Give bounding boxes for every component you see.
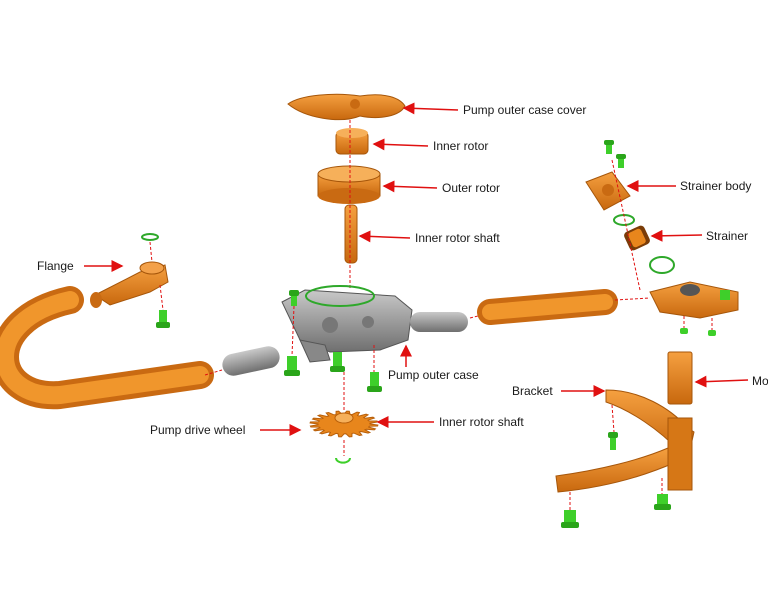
motor-part [667, 351, 693, 405]
label-pump-outer-case-cover: Pump outer case cover [463, 103, 586, 117]
pump-outer-case-cover-part [287, 93, 406, 121]
pump-case-screw-2 [284, 356, 300, 376]
flange-o-ring [141, 233, 159, 241]
label-inner-rotor-shaft-top: Inner rotor shaft [415, 231, 500, 245]
circlip [335, 457, 351, 464]
label-pump-drive-wheel: Pump drive wheel [150, 423, 245, 437]
bracket-screw-2 [561, 510, 579, 528]
pump-case-screw-3 [330, 352, 345, 372]
label-flange: Flange [37, 259, 74, 273]
inner-rotor-shaft-vertical [344, 204, 358, 264]
outlet-screw-1 [680, 328, 688, 334]
gear-body [309, 410, 379, 438]
inner-rotor-part [335, 128, 369, 155]
label-outer-rotor: Outer rotor [442, 181, 500, 195]
pump-drive-wheel-part [309, 410, 379, 438]
bracket-part [555, 389, 695, 493]
label-inner-rotor-shaft-bottom: Inner rotor shaft [439, 415, 524, 429]
strainer-body-screws [604, 140, 626, 168]
strainer-body-part [585, 171, 631, 211]
gray-connector-tube-left [222, 346, 280, 376]
gray-connector-tube-right [410, 312, 468, 332]
outer-rotor-part [317, 165, 381, 204]
outlet-housing-part [649, 281, 739, 319]
gear-hub [334, 412, 354, 424]
pump-outer-case-part [281, 285, 413, 363]
label-pump-outer-case: Pump outer case [388, 368, 479, 382]
label-strainer-body: Strainer body [680, 179, 751, 193]
bracket-screw-3 [654, 494, 671, 510]
pump-case-screw-4 [367, 372, 382, 392]
bracket-screw-1 [608, 432, 618, 450]
flange-part [90, 261, 169, 308]
outlet-screw-2 [708, 330, 716, 336]
label-strainer: Strainer [706, 229, 748, 243]
flange-screw [156, 310, 170, 328]
right-hose [477, 289, 618, 325]
label-motor-cut: Mo [752, 374, 768, 388]
label-inner-rotor: Inner rotor [433, 139, 488, 153]
pump-case-screw-1 [289, 290, 299, 306]
label-bracket: Bracket [512, 384, 553, 398]
